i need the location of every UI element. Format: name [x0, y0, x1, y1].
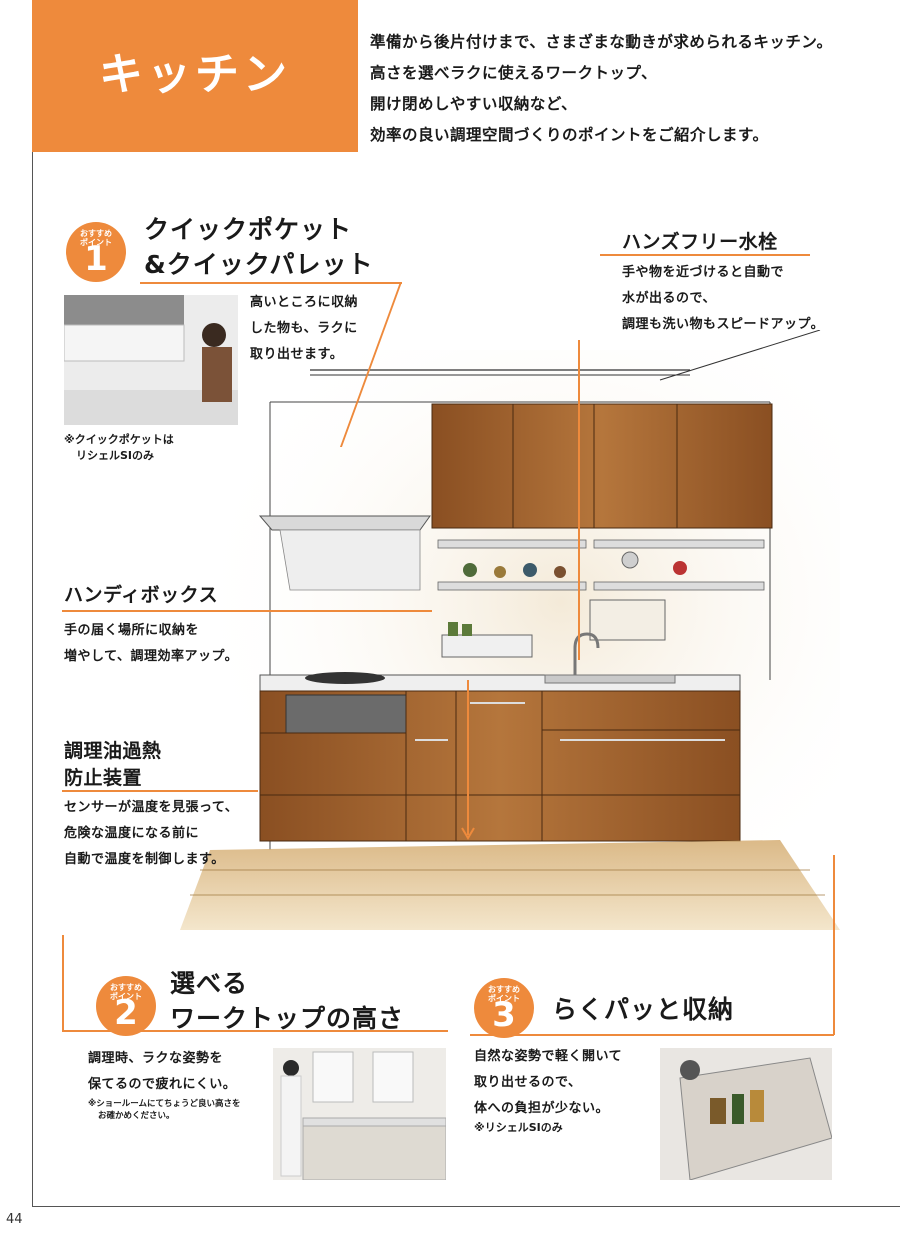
point3-badge: おすすめポイント 3	[474, 978, 534, 1038]
handy-box-title: ハンディボックス	[64, 584, 219, 606]
intro-line: 高さを選べラクに使えるワークトップ、	[370, 64, 658, 82]
point3-body: 自然な姿勢で軽く開いて 取り出せるので、 体への負担が少ない。	[474, 1049, 623, 1116]
oil-guard-body: センサーが温度を見張って、 危険な温度になる前に 自動で温度を制御します。	[64, 800, 239, 867]
page-number: 44	[6, 1212, 23, 1227]
leader-faucet-vert	[578, 340, 580, 660]
intro-text: 準備から後片付けまで、さまざまな動きが求められるキッチン。 高さを選べラクに使え…	[370, 27, 832, 151]
leader-point2	[62, 935, 64, 1030]
leader-oil-guard	[62, 790, 258, 792]
badge-number: 3	[492, 995, 516, 1035]
point2-body: 調理時、ラクな姿勢を 保てるので疲れにくい。	[88, 1051, 237, 1092]
faucet-body: 手や物を近づけると自動で 水が出るので、 調理も洗い物もスピードアップ。	[622, 265, 825, 332]
badge-number: 2	[114, 993, 138, 1033]
intro-line: 準備から後片付けまで、さまざまな動きが求められるキッチン。	[370, 33, 833, 51]
intro-line: 開け閉めしやすい収納など、	[370, 95, 578, 113]
page-frame	[32, 0, 900, 1207]
leader-handy-box	[62, 610, 432, 612]
point1-badge: おすすめポイント 1	[66, 222, 126, 282]
intro-line: 効率の良い調理空間づくりのポイントをご紹介します。	[370, 126, 769, 144]
point1-note: ※クイックポケットは リシェルSIのみ	[64, 433, 174, 462]
point1-body: 高いところに収納 した物も、ラクに 取り出せます。	[250, 295, 359, 362]
quick-pocket-photo	[64, 295, 238, 425]
handy-box-body: 手の届く場所に収納を 増やして、調理効率アップ。	[64, 623, 239, 664]
leader-point3-bottom	[470, 1034, 834, 1036]
kitchen-illustration	[180, 330, 840, 930]
leader-point1	[140, 282, 402, 284]
badge-label: おすすめポイント	[80, 229, 112, 247]
point1-title: クイックポケット &クイックパレット	[144, 215, 374, 279]
leader-point3	[833, 855, 835, 1035]
point2-note: ※ショールームにてちょうど良い高さを お確かめください。	[88, 1099, 241, 1121]
badge-number: 1	[84, 239, 108, 279]
point3-title: らくパッと収納	[552, 995, 735, 1024]
point3-note: ※リシェルSIのみ	[474, 1121, 563, 1134]
leader-point2-bottom	[62, 1030, 448, 1032]
leader-faucet	[600, 254, 810, 256]
title-band	[32, 0, 358, 152]
page-title: キッチン	[99, 49, 291, 100]
point2-badge: おすすめポイント 2	[96, 976, 156, 1036]
worktop-height-photo	[273, 1048, 446, 1180]
faucet-title: ハンズフリー水栓	[622, 231, 778, 253]
oil-guard-title: 調理油過熱 防止装置	[64, 740, 162, 789]
storage-drawer-photo	[660, 1048, 832, 1180]
badge-label: おすすめポイント	[488, 985, 520, 1003]
badge-label: おすすめポイント	[110, 983, 142, 1001]
point2-title: 選べる ワークトップの高さ	[170, 969, 405, 1033]
